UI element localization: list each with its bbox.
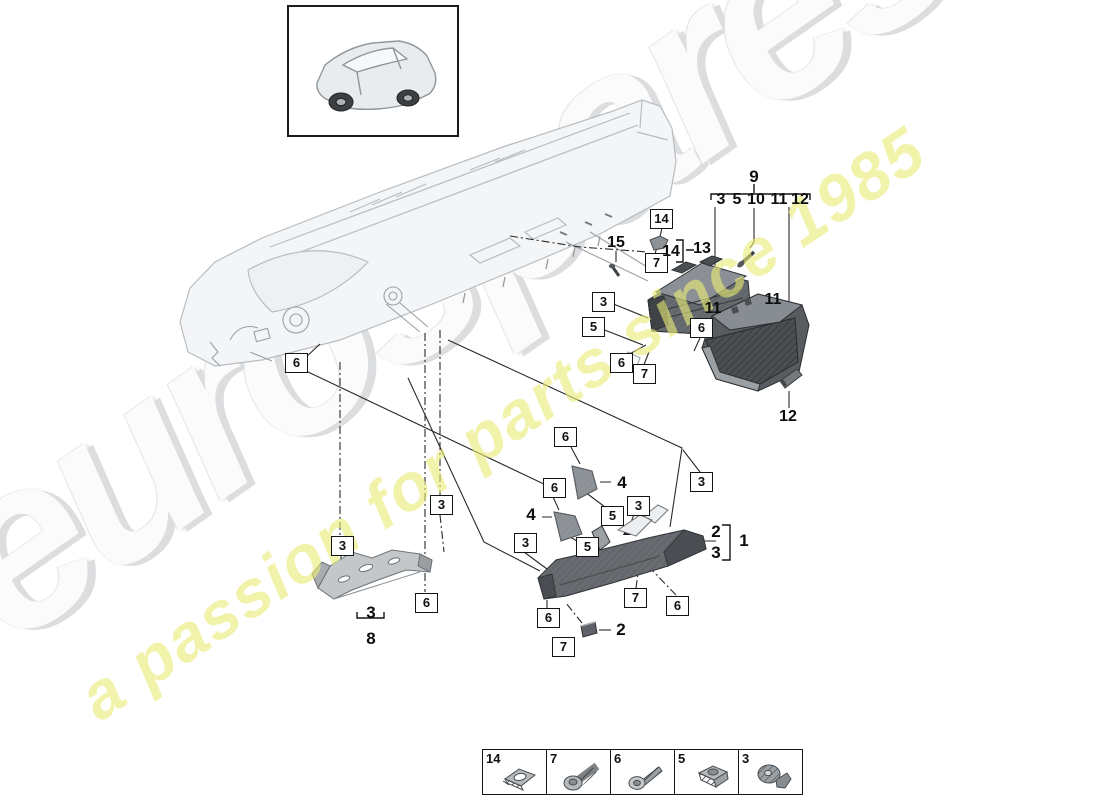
legend-number: 5 — [678, 751, 686, 766]
group-brackets — [356, 184, 811, 619]
clip-nut-icon — [502, 768, 537, 792]
callout-box-3f[interactable]: 3 — [514, 533, 537, 553]
callout-label-8[interactable]: 8 — [366, 629, 376, 648]
callout-label-12[interactable]: 12 — [779, 408, 797, 425]
callout-label-group-5[interactable]: 5 — [732, 191, 742, 208]
screw-washer-icon — [563, 762, 600, 791]
callout-label-group-3[interactable]: 3 — [716, 191, 726, 208]
car-thumbnail-box — [287, 5, 459, 137]
callout-label-11a[interactable]: 11 — [704, 300, 722, 317]
callout-label-4a[interactable]: 4 — [617, 473, 627, 492]
cage-nut-icon — [697, 765, 729, 788]
callout-label-9[interactable]: 9 — [749, 167, 759, 186]
callout-box-7b[interactable]: 7 — [633, 364, 656, 384]
callout-label-1[interactable]: 1 — [739, 531, 749, 550]
callout-label-14[interactable]: 14 — [662, 243, 680, 260]
lower-trim-part — [537, 504, 707, 600]
legend-number: 7 — [550, 751, 558, 766]
callout-label-group-12[interactable]: 12 — [791, 191, 809, 208]
callout-box-14[interactable]: 14 — [650, 209, 673, 229]
legend-number: 3 — [742, 751, 750, 766]
callout-box-6e[interactable]: 6 — [543, 478, 566, 498]
bracket-part — [311, 549, 433, 600]
dashboard-drawing — [179, 99, 677, 367]
callout-label-13[interactable]: 13 — [693, 240, 711, 257]
callout-box-6a[interactable]: 6 — [610, 353, 633, 373]
callout-box-6d[interactable]: 6 — [554, 427, 577, 447]
callout-box-6c[interactable]: 6 — [285, 353, 308, 373]
callout-label-15[interactable]: 15 — [607, 234, 625, 251]
tapping-screw-icon — [628, 766, 663, 790]
legend-cell-3: 3 — [739, 749, 803, 795]
callout-box-3a[interactable]: 3 — [592, 292, 615, 312]
callout-label-3g[interactable]: 3 — [711, 543, 721, 562]
callout-label-2b[interactable]: 2 — [711, 522, 721, 541]
callout-box-3d[interactable]: 3 — [430, 495, 453, 515]
legend-number: 14 — [486, 751, 501, 766]
expander-rivet-icon — [757, 764, 792, 789]
legend-cell-14: 14 — [482, 749, 547, 795]
callout-box-5a[interactable]: 5 — [582, 317, 605, 337]
callout-box-5b[interactable]: 5 — [601, 506, 624, 526]
callout-label-11b[interactable]: 11 — [764, 291, 782, 308]
callout-box-3c[interactable]: 3 — [690, 472, 713, 492]
callout-label-2a[interactable]: 2 — [616, 620, 626, 639]
callout-box-6h[interactable]: 6 — [537, 608, 560, 628]
callout-box-7d[interactable]: 7 — [552, 637, 575, 657]
car-icon — [316, 40, 437, 112]
vent-deflector-parts — [553, 465, 598, 542]
legend-cell-5: 5 — [675, 749, 739, 795]
callout-box-3e[interactable]: 3 — [331, 536, 354, 556]
legend-cell-7: 7 — [547, 749, 611, 795]
callout-label-group-10[interactable]: 10 — [747, 191, 765, 208]
callout-box-7c[interactable]: 7 — [624, 588, 647, 608]
callout-box-6b[interactable]: 6 — [690, 318, 713, 338]
leader-lines — [303, 207, 790, 631]
callout-label-4b[interactable]: 4 — [526, 505, 536, 524]
fastener-legend: 14 7 6 — [482, 749, 803, 795]
legend-cell-6: 6 — [611, 749, 675, 795]
callout-label-group-11[interactable]: 11 — [770, 191, 788, 208]
callout-box-5c[interactable]: 5 — [576, 537, 599, 557]
callout-label-3h[interactable]: 3 — [366, 603, 376, 622]
small-fastener-parts — [580, 235, 803, 638]
callout-box-6f[interactable]: 6 — [415, 593, 438, 613]
legend-number: 6 — [614, 751, 622, 766]
callout-box-7a[interactable]: 7 — [645, 253, 668, 273]
callout-box-6g[interactable]: 6 — [666, 596, 689, 616]
callout-box-3b[interactable]: 3 — [627, 496, 650, 516]
